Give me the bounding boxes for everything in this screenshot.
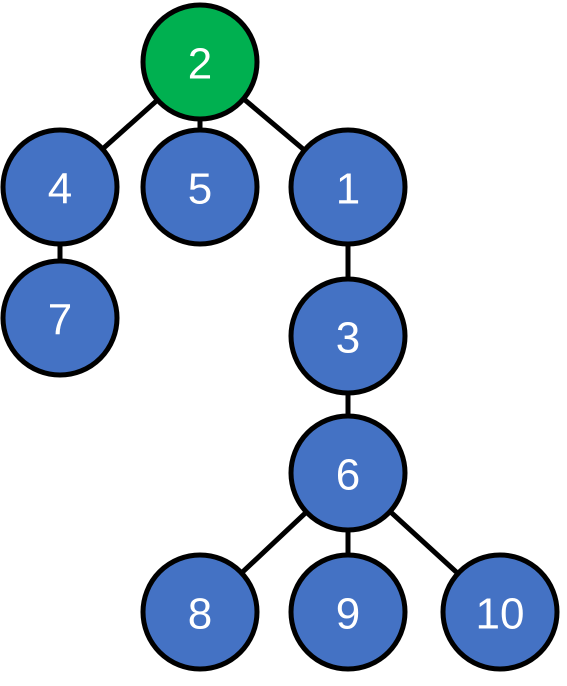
- node-label-8: 8: [188, 590, 212, 639]
- node-circle-4: [0, 127, 120, 247]
- node-label-1: 1: [336, 165, 360, 214]
- node-4: 4: [0, 127, 120, 247]
- node-2: 2: [140, 2, 260, 122]
- node-10: 10: [440, 552, 560, 672]
- node-circle-1: [288, 127, 408, 247]
- node-label-5: 5: [188, 165, 212, 214]
- node-circle-2: [140, 2, 260, 122]
- node-circle-8: [140, 552, 260, 672]
- node-5: 5: [140, 127, 260, 247]
- node-9: 9: [288, 552, 408, 672]
- node-6: 6: [288, 413, 408, 533]
- edges-layer: [57, 60, 502, 614]
- node-circle-3: [288, 276, 408, 396]
- node-circle-10: [440, 552, 560, 672]
- node-label-7: 7: [48, 296, 72, 345]
- node-label-9: 9: [336, 590, 360, 639]
- node-1: 1: [288, 127, 408, 247]
- node-circle-6: [288, 413, 408, 533]
- node-circle-5: [140, 127, 260, 247]
- node-label-6: 6: [336, 451, 360, 500]
- node-label-2: 2: [188, 40, 212, 89]
- node-8: 8: [140, 552, 260, 672]
- node-label-3: 3: [336, 314, 360, 363]
- node-circle-7: [0, 258, 120, 378]
- nodes-layer: 2 4 5 1 7 3 6 8 9 10: [0, 2, 560, 672]
- node-circle-9: [288, 552, 408, 672]
- node-label-4: 4: [48, 165, 72, 214]
- node-3: 3: [288, 276, 408, 396]
- node-label-10: 10: [476, 590, 525, 639]
- node-7: 7: [0, 258, 120, 378]
